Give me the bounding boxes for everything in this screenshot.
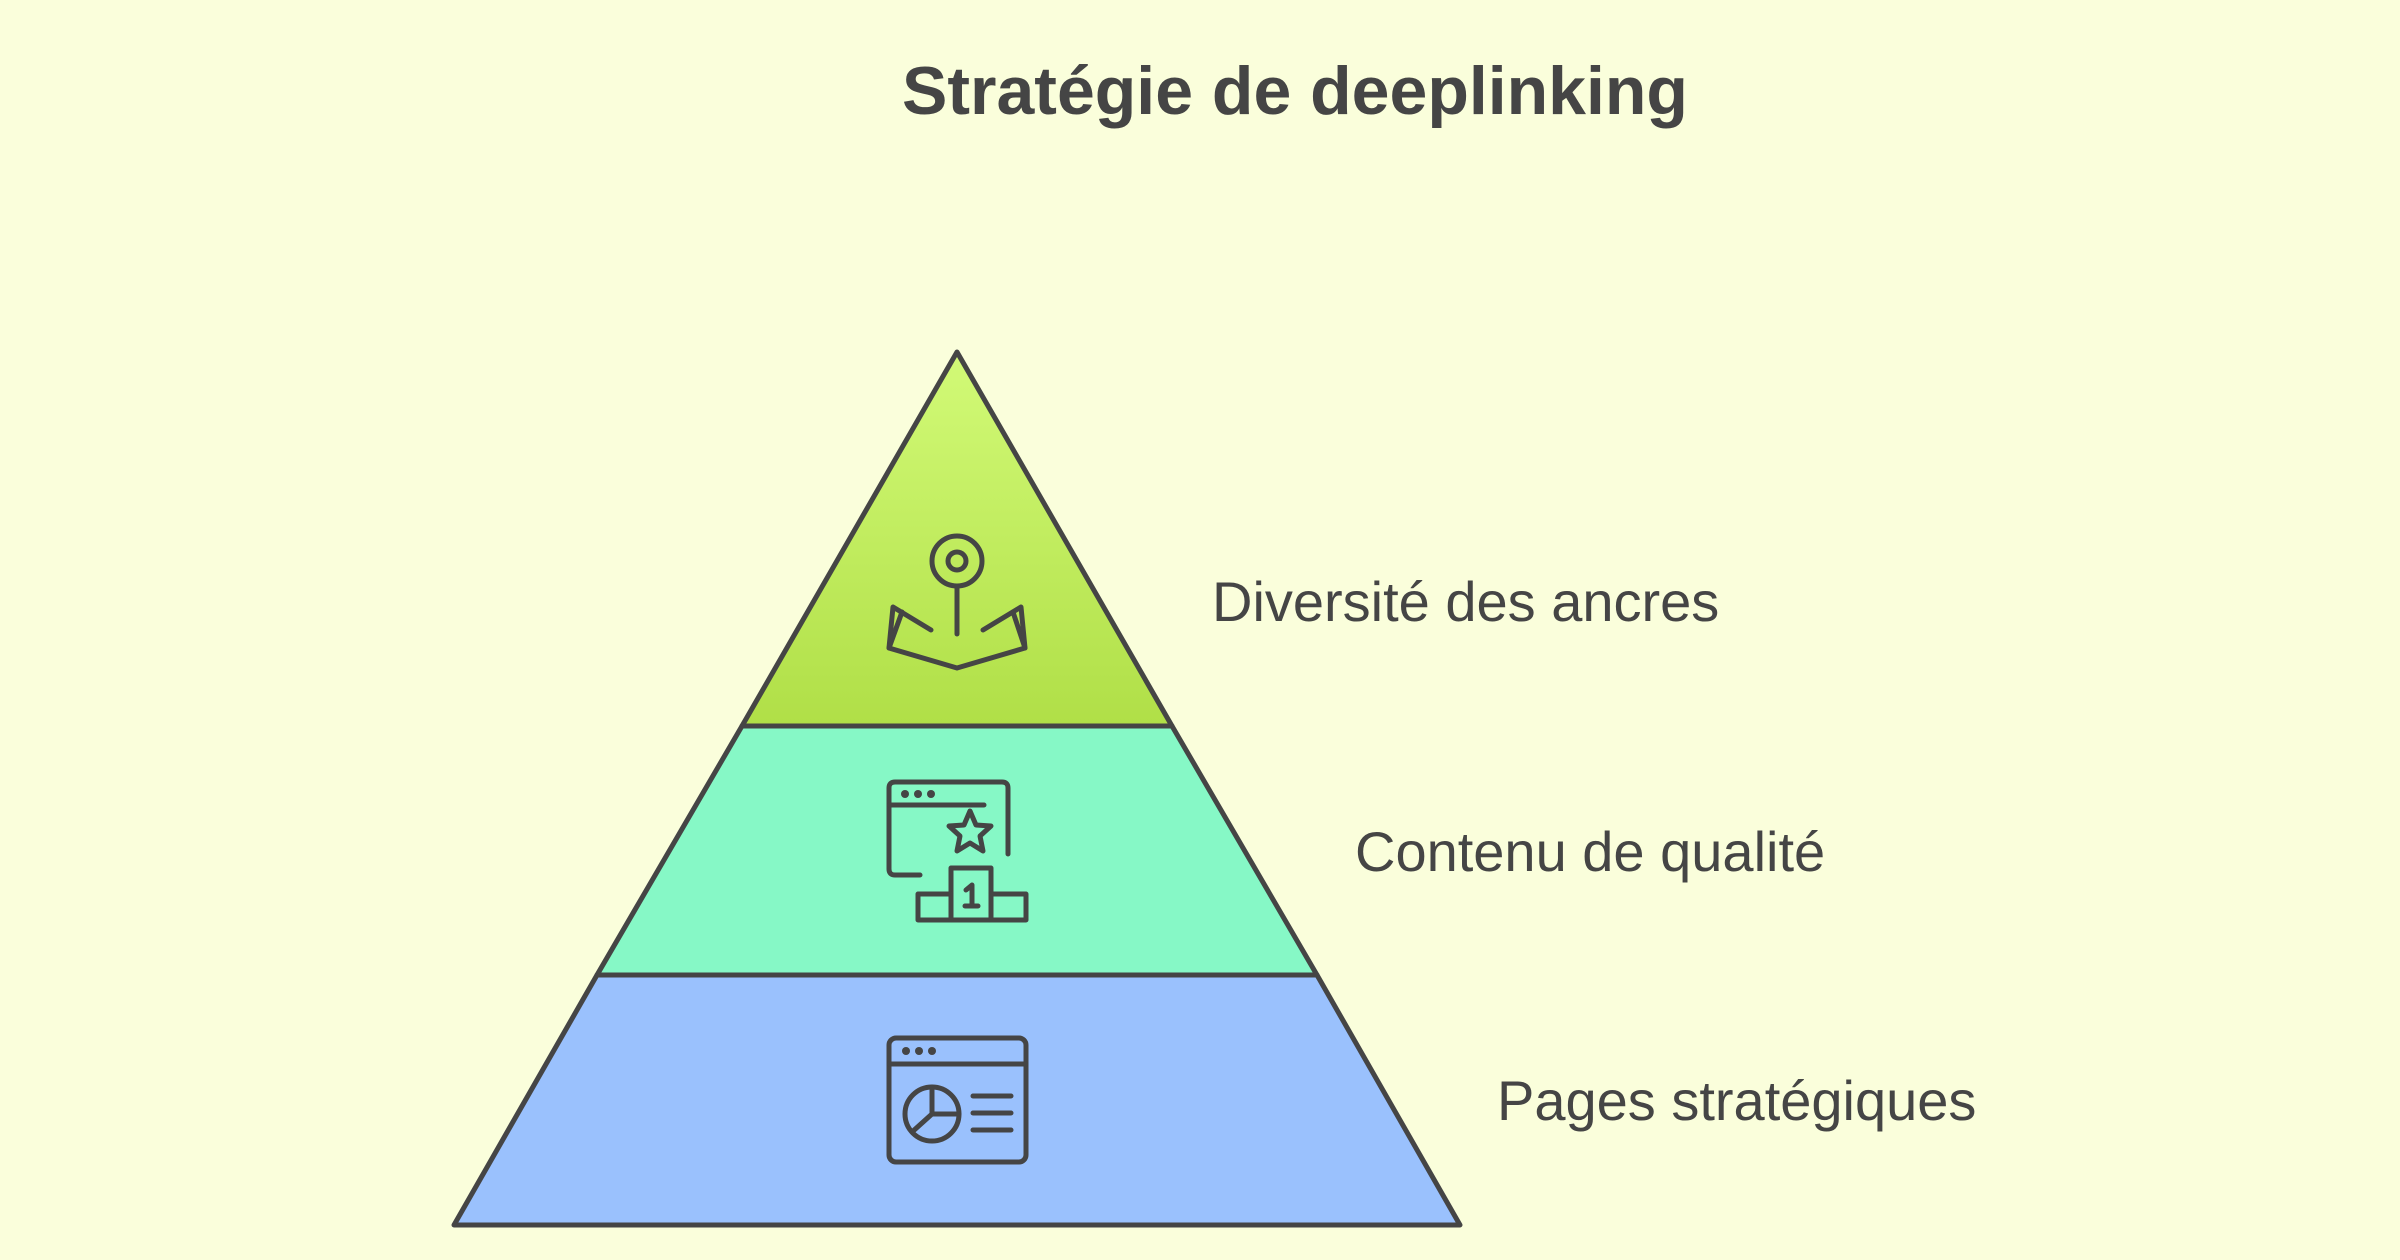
window-dots-icon	[901, 790, 935, 798]
diagram-title: Stratégie de deeplinking	[902, 53, 1688, 129]
anchor-icon	[886, 533, 1028, 671]
level-label-quality-content: Contenu de qualité	[1355, 820, 1825, 883]
level-label-anchor-diversity: Diversité des ancres	[1212, 570, 1719, 633]
level-label-strategic-pages: Pages stratégiques	[1497, 1069, 1976, 1132]
quality-content-podium-icon	[886, 779, 1029, 923]
browser-dots-icon	[902, 1047, 936, 1055]
web-page-chart-icon	[886, 1035, 1029, 1165]
